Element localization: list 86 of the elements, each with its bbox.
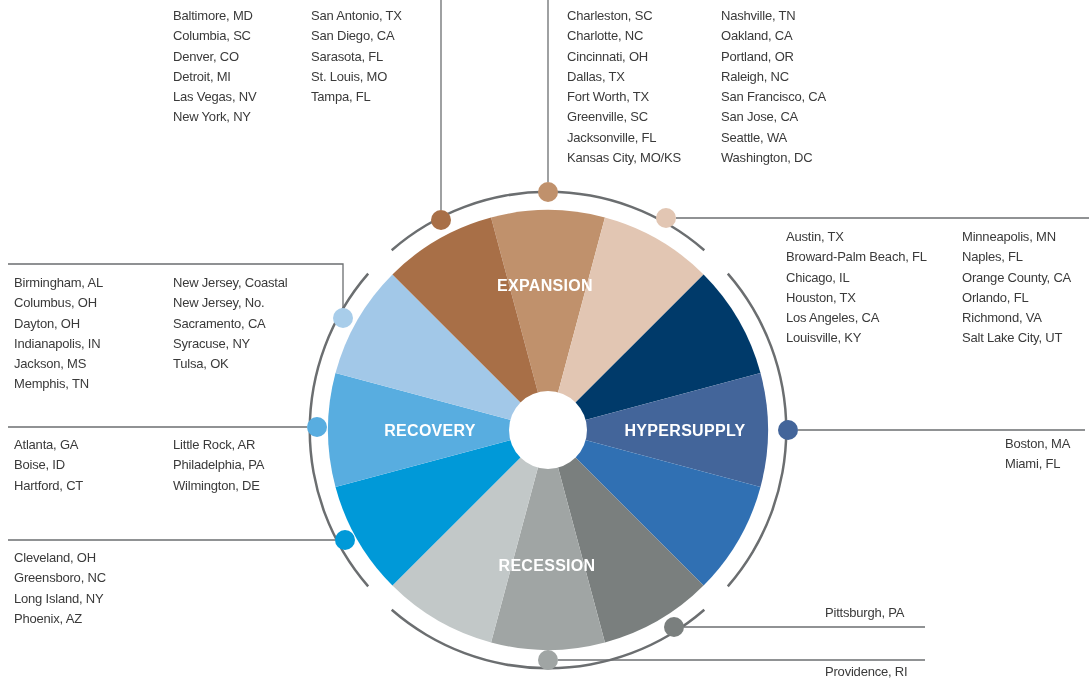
marker-dot bbox=[664, 617, 684, 637]
city-name: Los Angeles, CA bbox=[786, 309, 881, 328]
city-name: Syracuse, NY bbox=[173, 334, 252, 353]
leader-line bbox=[557, 659, 926, 661]
marker-dot bbox=[333, 308, 353, 328]
marker-dot bbox=[778, 420, 798, 440]
city-name: Indianapolis, IN bbox=[14, 334, 102, 353]
city-name: Greenville, SC bbox=[567, 108, 649, 127]
marker-dot bbox=[538, 650, 558, 670]
city-name: Boise, ID bbox=[14, 456, 66, 475]
city-name: Portland, OR bbox=[721, 47, 795, 66]
city-name: St. Louis, MO bbox=[311, 67, 389, 86]
city-name: Austin, TX bbox=[786, 228, 845, 246]
city-name: Louisville, KY bbox=[786, 329, 863, 348]
city-name: Minneapolis, MN bbox=[962, 228, 1057, 246]
city-name: San Jose, CA bbox=[721, 108, 800, 127]
city-name: Pittsburgh, PA bbox=[825, 604, 905, 622]
city-name: Naples, FL bbox=[962, 248, 1024, 267]
city-name: Dayton, OH bbox=[14, 314, 81, 333]
city-name: Richmond, VA bbox=[962, 309, 1043, 328]
city-name: New York, NY bbox=[173, 108, 252, 127]
city-name: Columbus, OH bbox=[14, 294, 98, 313]
city-name: Greensboro, NC bbox=[14, 569, 106, 588]
city-name: Nashville, TN bbox=[721, 7, 797, 25]
city-name: Tulsa, OK bbox=[173, 355, 230, 374]
phase-label: RECESSION bbox=[498, 557, 596, 575]
city-name: Cincinnati, OH bbox=[567, 47, 649, 66]
phase-label: HYPERSUPPLY bbox=[624, 422, 746, 440]
city-name: Houston, TX bbox=[786, 288, 857, 307]
city-name: New Jersey, Coastal bbox=[173, 274, 288, 292]
marker-dot bbox=[538, 182, 558, 202]
city-name: Charleston, SC bbox=[567, 7, 654, 25]
marker-dot bbox=[335, 530, 355, 550]
city-name: Fort Worth, TX bbox=[567, 88, 650, 107]
city-name: Atlanta, GA bbox=[14, 436, 80, 454]
phase-label: RECOVERY bbox=[384, 422, 476, 440]
city-name: New Jersey, No. bbox=[173, 294, 266, 313]
city-name: Raleigh, NC bbox=[721, 67, 790, 86]
city-name: Providence, RI bbox=[825, 663, 908, 681]
city-name: Tampa, FL bbox=[311, 88, 372, 107]
phase-label: EXPANSION bbox=[497, 277, 593, 295]
city-name: Chicago, IL bbox=[786, 268, 851, 287]
leader-line bbox=[440, 0, 442, 211]
city-name: Orange County, CA bbox=[962, 268, 1072, 287]
city-name: Hartford, CT bbox=[14, 476, 84, 495]
leader-line bbox=[7, 263, 344, 309]
city-name: Wilmington, DE bbox=[173, 476, 261, 495]
city-name: Kansas City, MO/KS bbox=[567, 149, 681, 168]
city-name: Cleveland, OH bbox=[14, 549, 97, 567]
city-name: Seattle, WA bbox=[721, 128, 788, 147]
leader-line bbox=[7, 426, 308, 428]
city-name: Memphis, TN bbox=[14, 375, 90, 394]
city-name: San Francisco, CA bbox=[721, 88, 826, 107]
city-name: Little Rock, AR bbox=[173, 436, 257, 454]
city-name: Charlotte, NC bbox=[567, 27, 645, 46]
city-name: Sarasota, FL bbox=[311, 47, 385, 66]
city-name: Boston, MA bbox=[1005, 435, 1071, 453]
city-name: Dallas, TX bbox=[567, 67, 626, 86]
leader-line bbox=[797, 429, 1086, 431]
city-name: Columbia, SC bbox=[173, 27, 252, 46]
leader-line bbox=[547, 0, 549, 183]
city-name: San Antonio, TX bbox=[311, 7, 402, 25]
city-name: Philadelphia, PA bbox=[173, 456, 265, 475]
city-name: Jackson, MS bbox=[14, 355, 88, 374]
city-name: Miami, FL bbox=[1005, 455, 1062, 474]
city-name: Washington, DC bbox=[721, 149, 814, 168]
marker-dot bbox=[431, 210, 451, 230]
city-name: Birmingham, AL bbox=[14, 274, 103, 292]
city-name: Salt Lake City, UT bbox=[962, 329, 1064, 348]
leader-line bbox=[7, 539, 336, 541]
city-name: Baltimore, MD bbox=[173, 7, 254, 25]
city-name: Detroit, MI bbox=[173, 67, 232, 86]
city-name: Phoenix, AZ bbox=[14, 609, 83, 628]
city-name: Las Vegas, NV bbox=[173, 88, 257, 107]
city-name: Sacramento, CA bbox=[173, 314, 267, 333]
city-name: Jacksonville, FL bbox=[567, 128, 658, 147]
leader-line bbox=[683, 626, 926, 628]
city-name: Broward-Palm Beach, FL bbox=[786, 248, 927, 267]
leader-line bbox=[675, 217, 1090, 219]
city-name: Long Island, NY bbox=[14, 589, 105, 608]
city-name: Orlando, FL bbox=[962, 288, 1030, 307]
city-name: Denver, CO bbox=[173, 47, 240, 66]
marker-dot bbox=[307, 417, 327, 437]
city-name: San Diego, CA bbox=[311, 27, 396, 46]
marker-dot bbox=[656, 208, 676, 228]
city-name: Oakland, CA bbox=[721, 27, 794, 46]
